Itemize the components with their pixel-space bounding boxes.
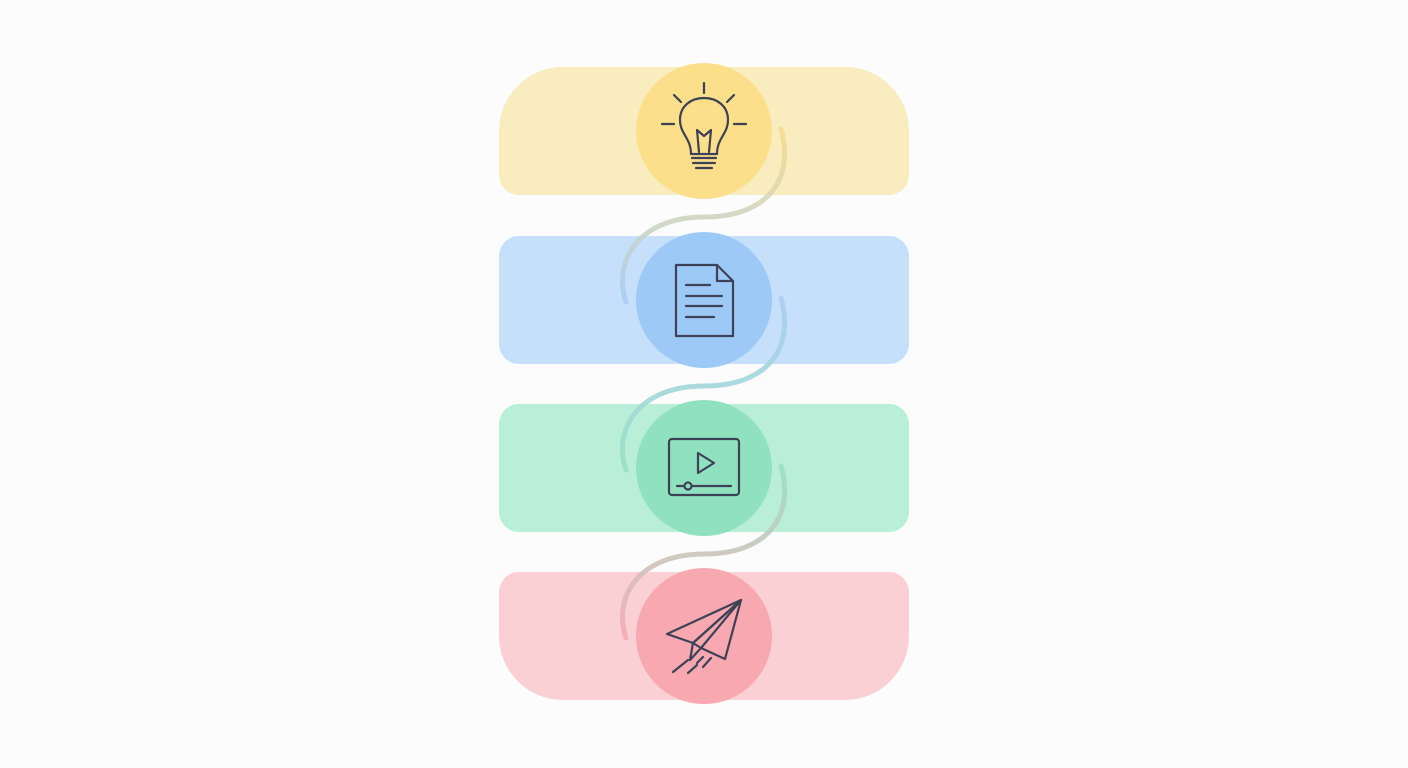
step-circle-send <box>636 568 772 704</box>
paper-plane-icon <box>665 598 743 675</box>
connector-curve <box>620 463 788 641</box>
lightbulb-icon <box>660 81 748 170</box>
step-circle-document <box>636 232 772 368</box>
video-player-icon <box>667 437 741 497</box>
document-icon <box>674 263 735 338</box>
connector-curve <box>620 126 788 305</box>
connector-curve <box>620 295 788 473</box>
step-circle-idea <box>636 63 772 199</box>
